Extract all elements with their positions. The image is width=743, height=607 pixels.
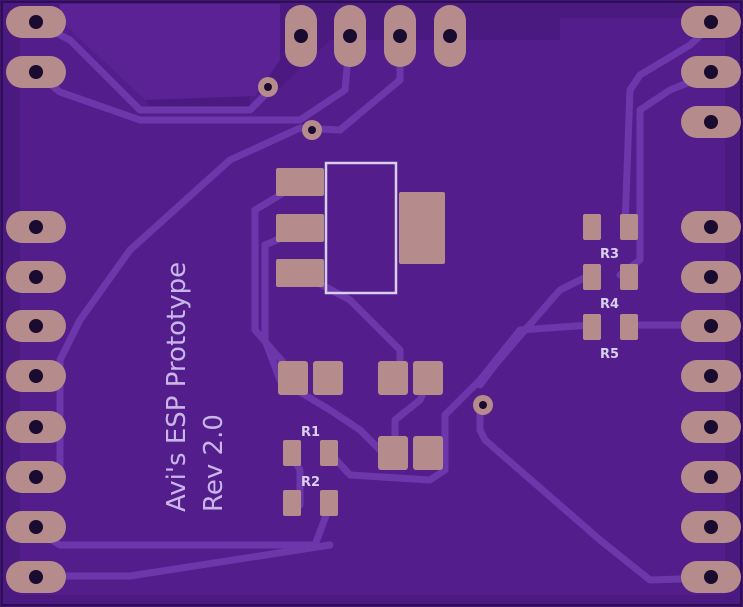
drill-hole bbox=[704, 319, 718, 333]
smd-pad bbox=[320, 490, 338, 516]
smd-pad-tab bbox=[399, 192, 445, 264]
smd-pad bbox=[378, 436, 408, 470]
drill-hole bbox=[29, 520, 43, 534]
smd-pad bbox=[583, 214, 601, 240]
drill-hole bbox=[29, 369, 43, 383]
smd-pad bbox=[413, 361, 443, 395]
drill-hole bbox=[704, 420, 718, 434]
drill-hole bbox=[29, 220, 43, 234]
smd-pad bbox=[276, 168, 324, 196]
smd-pad bbox=[283, 440, 301, 466]
board-title: Avi's ESP Prototype bbox=[162, 262, 192, 512]
header-top bbox=[285, 5, 466, 67]
regulator-footprint bbox=[276, 161, 445, 295]
resistor-label-r5: R5 bbox=[600, 347, 619, 362]
smd-pad bbox=[276, 214, 324, 242]
traces bbox=[31, 18, 719, 584]
smd-pad bbox=[583, 264, 601, 290]
drill-hole bbox=[29, 570, 43, 584]
resistor-footprints bbox=[283, 214, 638, 516]
header-left bbox=[6, 6, 66, 593]
vias bbox=[258, 77, 493, 415]
drill-hole bbox=[704, 270, 718, 284]
smd-pad bbox=[283, 490, 301, 516]
header-right bbox=[681, 6, 741, 593]
drill-hole bbox=[29, 319, 43, 333]
drill-hole bbox=[704, 520, 718, 534]
drill-hole bbox=[704, 470, 718, 484]
smd-pad bbox=[583, 314, 601, 340]
smd-pad bbox=[278, 361, 308, 395]
drill-hole bbox=[29, 420, 43, 434]
copper-pour-main bbox=[20, 18, 725, 595]
regulator-silkscreen-outline bbox=[324, 161, 398, 295]
drill-hole bbox=[29, 15, 43, 29]
drill-hole bbox=[704, 115, 718, 129]
smd-pad bbox=[620, 214, 638, 240]
smd-pad bbox=[620, 314, 638, 340]
copper-pour-upper bbox=[60, 4, 280, 100]
drill-hole bbox=[704, 15, 718, 29]
board-revision: Rev 2.0 bbox=[199, 414, 229, 512]
drill-hole bbox=[29, 270, 43, 284]
smd-pad bbox=[320, 440, 338, 466]
smd-pad bbox=[413, 436, 443, 470]
smd-pad bbox=[378, 361, 408, 395]
smd-pad bbox=[313, 361, 343, 395]
resistor-label-r3: R3 bbox=[600, 247, 619, 262]
drill-hole bbox=[704, 570, 718, 584]
drill-hole bbox=[704, 65, 718, 79]
drill-hole bbox=[704, 220, 718, 234]
smd-pad bbox=[276, 259, 324, 287]
resistor-label-r2: R2 bbox=[301, 475, 320, 490]
resistor-label-r4: R4 bbox=[600, 297, 619, 312]
drill-hole bbox=[29, 470, 43, 484]
drill-hole bbox=[29, 65, 43, 79]
resistor-label-r1: R1 bbox=[301, 425, 320, 440]
smd-pad bbox=[620, 264, 638, 290]
capacitor-footprints bbox=[278, 361, 443, 470]
drill-hole bbox=[704, 369, 718, 383]
